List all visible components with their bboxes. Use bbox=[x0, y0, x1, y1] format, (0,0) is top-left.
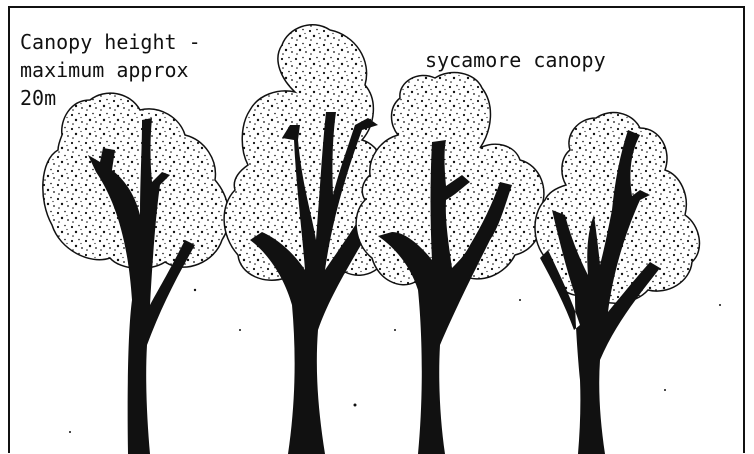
canopy-height-line-2: maximum approx bbox=[20, 56, 201, 84]
tree-3 bbox=[356, 73, 544, 454]
sycamore-canopy-label: sycamore canopy bbox=[425, 46, 606, 74]
canopy-height-annotation: Canopy height - maximum approx 20m bbox=[20, 28, 201, 112]
canopy-height-line-3: 20m bbox=[20, 84, 201, 112]
tree-4 bbox=[535, 113, 699, 454]
canopy-height-line-1: Canopy height - bbox=[20, 28, 201, 56]
tree-1 bbox=[43, 93, 229, 454]
